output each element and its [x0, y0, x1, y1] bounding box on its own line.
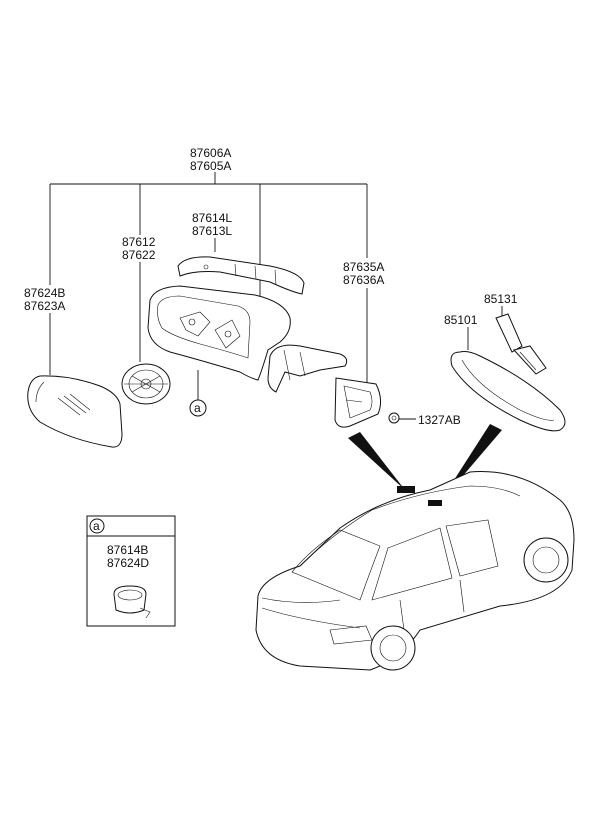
detail-label-87624D: 87624D: [107, 556, 149, 570]
label-87605A: 87605A: [190, 159, 231, 173]
nut: [388, 412, 400, 424]
mirror-actuator: [121, 363, 171, 405]
mirror-lower-cover: [267, 344, 348, 393]
inner-garnish: [334, 377, 382, 428]
label-87635A: 87635A: [343, 260, 384, 274]
label-87612: 87612: [122, 235, 156, 249]
inside-mirror-cover: [495, 313, 547, 375]
car-illustration: [255, 471, 575, 671]
label-87613L: 87613L: [192, 224, 232, 238]
detail-label-87614B: 87614B: [107, 543, 148, 557]
callout-a: a: [189, 399, 207, 417]
label-87636A: 87636A: [343, 273, 384, 287]
label-1327AB: 1327AB: [418, 413, 461, 427]
label-87606A: 87606A: [190, 146, 231, 160]
leader-lines: [49, 172, 503, 585]
detail-letter: a: [93, 519, 100, 533]
mirror-glass: [27, 375, 123, 448]
detail-box: a 87614B 87624D: [86, 515, 176, 627]
label-87623A: 87623A: [24, 299, 65, 313]
side-repeater-lamp: [113, 585, 151, 619]
mirror-housing: [147, 285, 291, 381]
label-87624B: 87624B: [24, 286, 65, 300]
callout-a-letter: a: [194, 401, 201, 415]
label-87614L: 87614L: [192, 211, 232, 225]
label-85131: 85131: [484, 292, 518, 306]
label-85101: 85101: [444, 313, 478, 327]
inside-mirror: [450, 351, 566, 432]
repeater-cover: [177, 256, 305, 295]
label-87622: 87622: [122, 248, 156, 262]
part-labels: 87606A 87605A 87614L 87613L 87612 87622 …: [24, 146, 518, 427]
